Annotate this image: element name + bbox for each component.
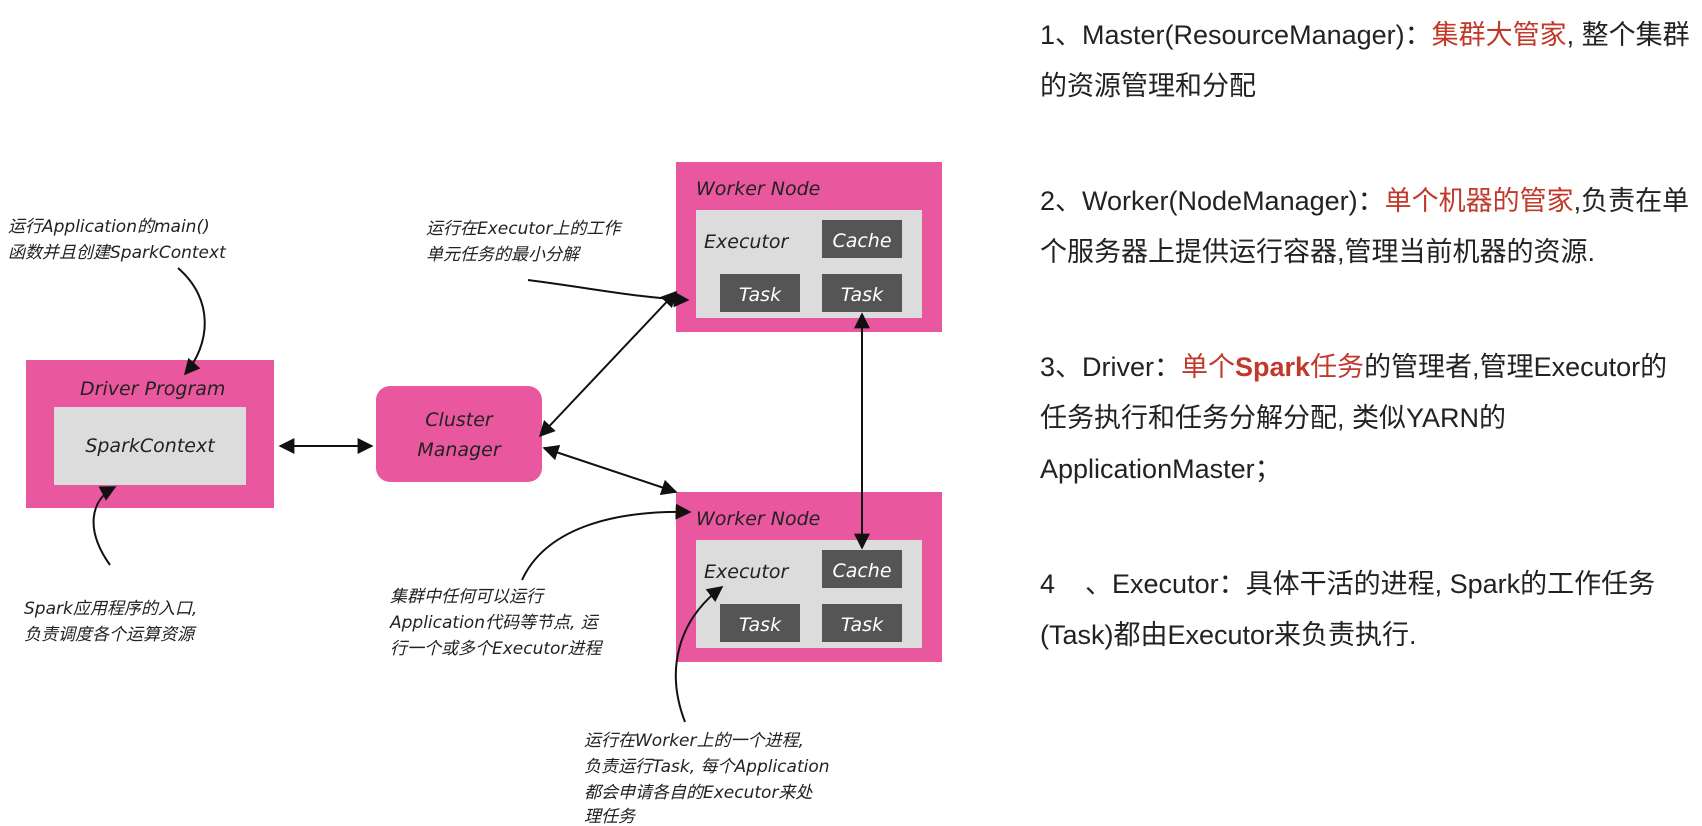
desc-executor: 4 、Executor：具体干活的进程, Spark的工作任务(Task)都由E… (1040, 559, 1690, 661)
note-worker-line2: Application代码等节点, 运 (389, 613, 600, 633)
desc-driver-highlight-a: 单个 (1181, 352, 1236, 382)
worker-node-top: Worker Node Executor Cache Task Task (676, 162, 942, 332)
desc-master: 1、Master(ResourceManager)：集群大管家, 整个集群的资源… (1040, 10, 1690, 112)
note-task-line2: 单元任务的最小分解 (426, 245, 582, 265)
note-worker-line3: 行一个或多个Executor进程 (390, 639, 603, 659)
executor-note-arrow (674, 586, 724, 723)
worker-bottom-cache: Cache (832, 560, 891, 582)
note-task-line1: 运行在Executor上的工作 (426, 219, 623, 239)
note-executor: 运行在Worker上的一个进程, 负责运行Task, 每个Application… (584, 731, 830, 826)
desc-worker-suffix: ,负责在单个服务器上提供运行容器,管理当前机器的资源. (1040, 186, 1690, 267)
desc-driver-highlight-b: Spark (1235, 352, 1311, 382)
note-driver-bottom: Spark应用程序的入口, 负责调度各个运算资源 (24, 599, 197, 645)
note-driver-bottom-line2: 负责调度各个运算资源 (24, 625, 197, 645)
driver-program-box: Driver Program SparkContext (26, 360, 274, 508)
desc-worker: 2、Worker(NodeManager)：单个机器的管家,负责在单个服务器上提… (1040, 176, 1690, 278)
note-executor-line4: 理任务 (584, 807, 637, 826)
desc-worker-prefix: 2、Worker(NodeManager)： (1040, 186, 1385, 216)
desc-executor-prefix: 4 、Executor： (1040, 569, 1246, 599)
task-note-arrow (527, 279, 690, 308)
cluster-manager-line1: Cluster (425, 409, 494, 431)
desc-driver-suffix: 的管理者,管理Executor的任务执行和任务分解分配, 类似YARN的Appl… (1040, 352, 1668, 484)
note-driver-top: 运行Application的main() 函数并且创建SparkContext (8, 217, 227, 263)
worker-top-executor-label: Executor (704, 231, 790, 253)
worker-top-task1: Task (739, 284, 782, 306)
desc-driver: 3、Driver：单个Spark任务的管理者,管理Executor的任务执行和任… (1040, 342, 1690, 495)
worker-bottom-task1: Task (739, 614, 782, 636)
cluster-manager-box: Cluster Manager (376, 386, 542, 482)
cluster-worker-bottom-arrow (542, 444, 678, 496)
desc-executor-suffix: 具体干活的进程, Spark的工作任务(Task)都由Executor来负责执行… (1040, 569, 1656, 650)
worker-node-bottom: Worker Node Executor Cache Task Task (676, 492, 942, 662)
note-executor-line1: 运行在Worker上的一个进程, (584, 731, 804, 751)
note-driver-top-line1: 运行Application的main() (8, 217, 210, 237)
note-driver-bottom-line1: Spark应用程序的入口, (24, 599, 197, 619)
note-task: 运行在Executor上的工作 单元任务的最小分解 (426, 219, 623, 265)
spark-context-label: SparkContext (85, 435, 216, 457)
worker-node-top-title: Worker Node (696, 178, 820, 200)
worker-top-task2: Task (841, 284, 884, 306)
driver-program-title: Driver Program (80, 378, 225, 400)
desc-master-highlight: 集群大管家 (1431, 20, 1567, 50)
worker-note-arrow (521, 503, 692, 581)
description-panel: 1、Master(ResourceManager)：集群大管家, 整个集群的资源… (1040, 10, 1690, 725)
driver-top-note-arrow (177, 267, 206, 376)
worker-bottom-executor-label: Executor (704, 561, 790, 583)
desc-driver-prefix: 3、Driver： (1040, 352, 1182, 382)
desc-worker-highlight: 单个机器的管家 (1384, 186, 1574, 216)
worker-node-bottom-title: Worker Node (696, 508, 820, 530)
desc-master-prefix: 1、Master(ResourceManager)： (1040, 20, 1432, 50)
note-executor-line2: 负责运行Task, 每个Application (584, 757, 830, 777)
cluster-worker-top-arrow (538, 290, 678, 438)
note-worker: 集群中任何可以运行 Application代码等节点, 运 行一个或多个Exec… (389, 587, 603, 659)
desc-driver-highlight-c: 任务 (1310, 352, 1365, 382)
cluster-manager-line2: Manager (417, 439, 501, 461)
driver-bottom-note-arrow (92, 486, 117, 566)
note-executor-line3: 都会申请各自的Executor来处 (584, 783, 813, 803)
note-driver-top-line2: 函数并且创建SparkContext (8, 243, 227, 263)
worker-top-cache: Cache (832, 230, 891, 252)
desc-master-suffix: , 整个集群的资源管理和分配 (1040, 20, 1690, 101)
worker-bottom-task2: Task (841, 614, 884, 636)
note-worker-line1: 集群中任何可以运行 (390, 587, 546, 607)
